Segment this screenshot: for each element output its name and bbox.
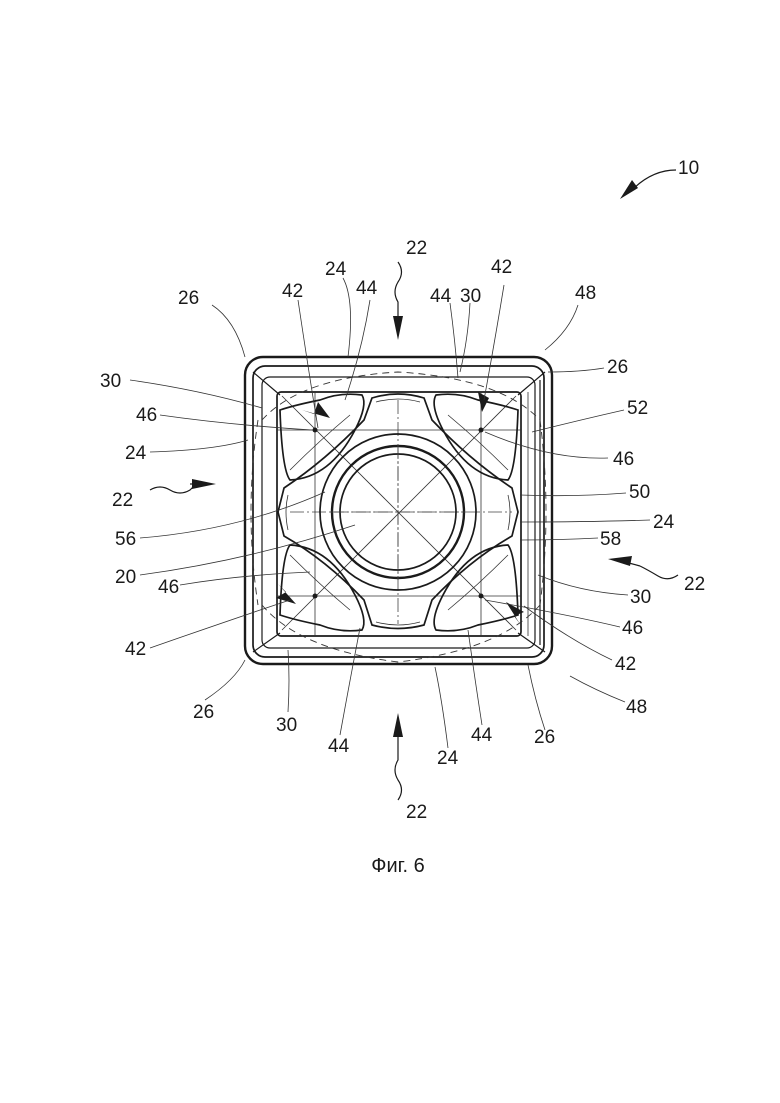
label-46-left-top: 46 xyxy=(136,405,157,426)
label-24-top: 24 xyxy=(325,259,347,280)
label-46-left-bottom: 46 xyxy=(158,577,179,598)
label-22-bottom: 22 xyxy=(406,802,427,823)
central-hole xyxy=(320,434,476,590)
figure-caption: Фиг. 6 xyxy=(371,855,424,877)
reference-labels: 10 22 24 42 44 44 30 42 48 26 26 30 52 4… xyxy=(100,158,705,823)
label-22-left: 22 xyxy=(112,490,133,511)
label-44-bottom-left: 44 xyxy=(328,736,350,757)
label-50: 50 xyxy=(629,482,650,503)
label-26-bottom-left: 26 xyxy=(193,702,214,723)
label-44-bottom-right: 44 xyxy=(471,725,493,746)
label-22-right: 22 xyxy=(684,574,705,595)
label-44-top-right: 44 xyxy=(430,286,452,307)
label-22-top: 22 xyxy=(406,238,427,259)
label-20: 20 xyxy=(115,567,136,588)
label-24-left: 24 xyxy=(125,443,147,464)
label-30-left: 30 xyxy=(100,371,121,392)
label-56: 56 xyxy=(115,529,136,550)
label-42-left-bottom: 42 xyxy=(125,639,146,660)
view-arrows-22 xyxy=(150,170,678,800)
label-30-bottom: 30 xyxy=(276,715,297,736)
label-46-right-top: 46 xyxy=(613,449,634,470)
label-44-top-left: 44 xyxy=(356,278,378,299)
label-52: 52 xyxy=(627,398,648,419)
label-26-top-right: 26 xyxy=(607,357,628,378)
label-42-top-right: 42 xyxy=(491,257,512,278)
label-24-right: 24 xyxy=(653,512,675,533)
cutting-edge-contour xyxy=(253,366,544,657)
label-24-bottom: 24 xyxy=(437,748,459,769)
label-48-top: 48 xyxy=(575,283,596,304)
label-48-bottom: 48 xyxy=(626,697,647,718)
label-30-right: 30 xyxy=(630,587,651,608)
label-42-right-bottom: 42 xyxy=(615,654,636,675)
label-26-bottom-right: 26 xyxy=(534,727,555,748)
label-10: 10 xyxy=(678,158,699,179)
construction-lines xyxy=(251,372,546,662)
label-26-top-left: 26 xyxy=(178,288,199,309)
leader-lines xyxy=(130,278,650,748)
label-42-top-left: 42 xyxy=(282,281,303,302)
label-58: 58 xyxy=(600,529,621,550)
label-30-top: 30 xyxy=(460,286,481,307)
label-46-right-bottom: 46 xyxy=(622,618,643,639)
